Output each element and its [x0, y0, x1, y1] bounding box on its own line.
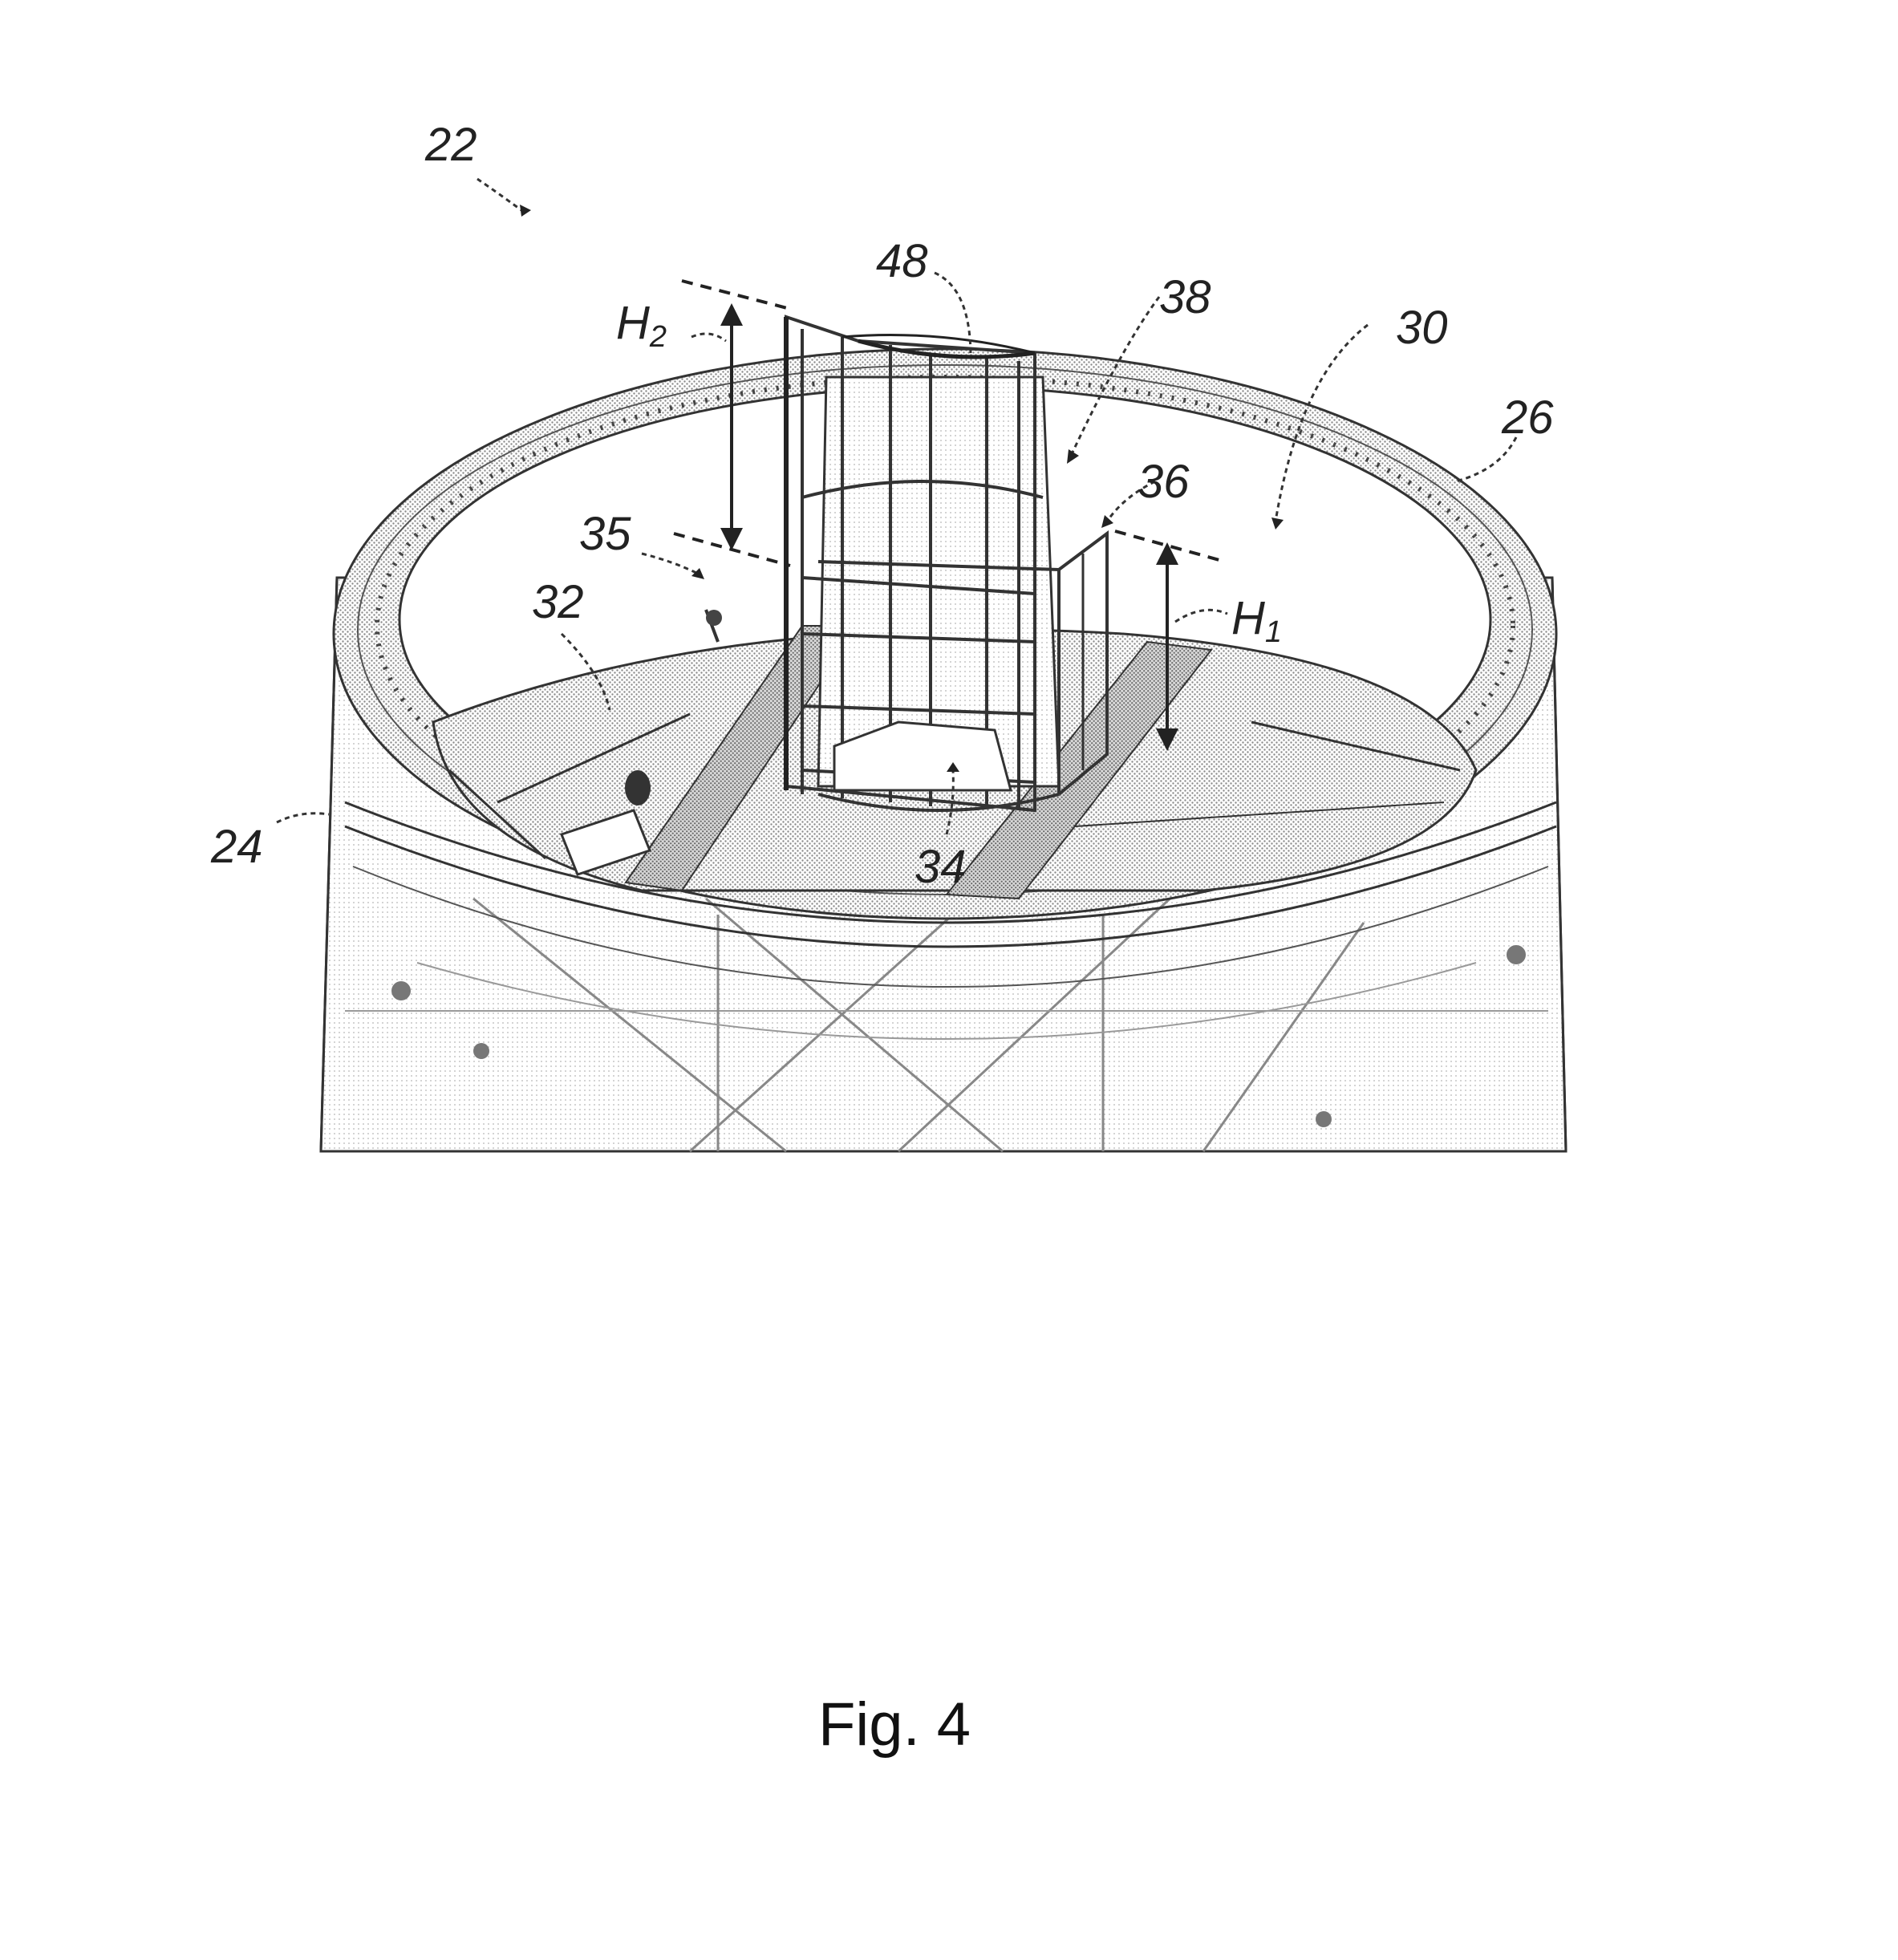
- label-22: 22: [424, 119, 477, 171]
- figure-caption: Fig. 4: [818, 1690, 971, 1759]
- label-30: 30: [1396, 302, 1448, 354]
- label-36: 36: [1138, 456, 1190, 508]
- dimension-h1: [1114, 530, 1228, 751]
- label-26: 26: [1501, 392, 1554, 444]
- shell-bands: [344, 801, 1557, 988]
- tower-section-drawing: [319, 314, 1567, 1153]
- label-35: 35: [579, 508, 631, 560]
- label-32: 32: [532, 576, 584, 628]
- label-24: 24: [210, 821, 263, 873]
- label-38: 38: [1159, 271, 1211, 323]
- leader-lines: [276, 177, 1518, 835]
- label-48: 48: [876, 235, 928, 287]
- label-h1: H1: [1231, 592, 1282, 649]
- label-34: 34: [915, 841, 967, 893]
- dimension-h2: [673, 279, 791, 567]
- label-h2: H2: [616, 297, 667, 354]
- lift-frame: [784, 314, 1109, 813]
- reference-labels: 22 48 38 30 26 36 35 32 24 34 H2 H1: [210, 119, 1554, 893]
